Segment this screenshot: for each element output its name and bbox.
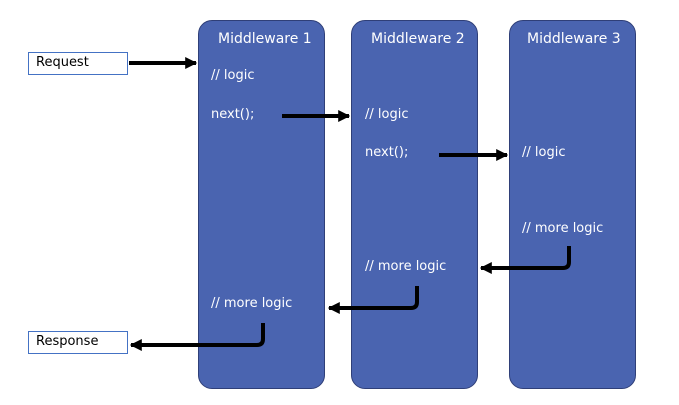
middleware-3-box — [509, 20, 636, 389]
middleware-2-next-call: next(); — [365, 145, 409, 160]
middleware-1-title: Middleware 1 — [218, 31, 312, 47]
request-box: Request — [28, 52, 128, 75]
middleware-3-title: Middleware 3 — [527, 31, 621, 47]
middleware-3-more-logic: // more logic — [522, 221, 604, 236]
return-arrow-2-to-1 — [327, 286, 419, 314]
middleware-1-more-logic: // more logic — [211, 296, 293, 311]
middleware-1-next-call: next(); — [211, 107, 255, 122]
middleware-3-logic: // logic — [522, 145, 566, 160]
middleware-2-logic: // logic — [365, 107, 409, 122]
response-arrow — [129, 323, 265, 351]
middleware-1-logic: // logic — [211, 68, 255, 83]
response-box: Response — [28, 331, 128, 354]
middleware-2-title: Middleware 2 — [371, 31, 465, 47]
middleware-2-box — [351, 20, 478, 389]
return-arrow-3-to-2 — [479, 246, 571, 274]
middleware-2-more-logic: // more logic — [365, 259, 447, 274]
